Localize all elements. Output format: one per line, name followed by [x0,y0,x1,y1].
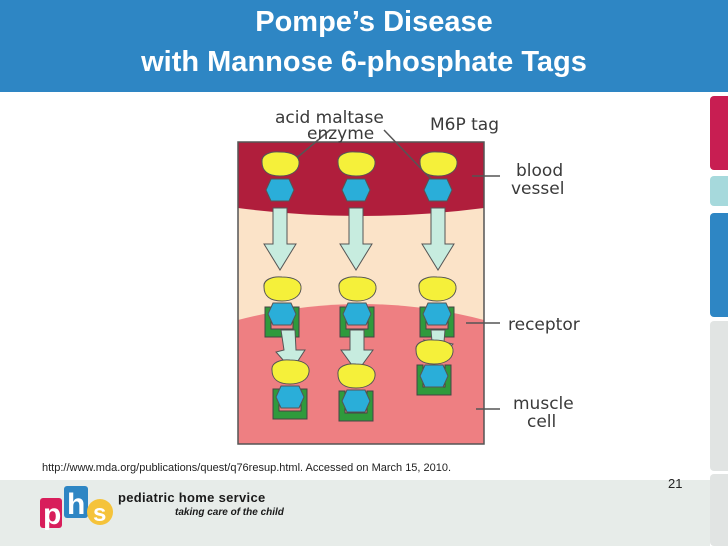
phs-logo: p h s pediatric home service taking care… [38,484,308,534]
title-bar: Pompe’s Disease with Mannose 6-phosphate… [0,0,728,92]
arrow-to-muscle-cell [340,329,374,373]
slide-title-line-1: Pompe’s Disease [255,6,493,38]
enzyme [337,151,376,177]
m6p-tag [419,364,449,388]
slide-title-line-2: with Mannose 6-phosphate Tags [141,46,587,78]
m6p-tag [341,178,371,202]
side-tab-teal [710,176,728,206]
label-acid-maltase: acid maltase [275,108,384,128]
svg-text:p: p [43,498,61,531]
enzyme-column-3 [415,151,458,396]
source-citation: http://www.mda.org/publications/quest/q7… [42,462,452,474]
enzyme [263,276,302,302]
logo-tagline: taking care of the child [175,507,284,518]
footer-bar [0,480,710,546]
label-enzyme: enzyme [307,124,374,144]
side-tab-grey-low [710,474,728,546]
enzyme [261,151,300,177]
diagram-border [237,141,485,445]
m6p-tag [265,178,295,202]
enzyme [337,363,376,389]
enzyme-column-1 [261,151,310,420]
logo-main-text: pediatric home service [118,490,266,505]
label-m6p-tag: M6P tag [430,115,499,135]
phs-letters-logo: p h s [40,486,113,531]
label-cell: cell [527,412,556,432]
label-muscle: muscle [513,394,574,414]
m6p-tag [267,302,297,326]
enzyme [271,359,310,385]
m6p-tag [341,389,371,413]
arrow-to-interstitium [263,207,297,271]
side-tab-grey [710,321,728,471]
arrow-to-interstitium [339,207,373,271]
m6p-tag [275,385,305,409]
enzyme-column-2 [337,151,377,422]
svg-text:s: s [93,500,106,527]
m6p-tag [342,302,372,326]
enzyme [338,276,377,302]
label-receptor: receptor [508,315,580,335]
page-number: 21 [668,476,683,491]
side-tab-blue [710,213,728,317]
m6p-tag [422,302,452,326]
label-vessel: vessel [511,179,564,199]
enzyme [418,276,457,302]
m6p-tag [423,178,453,202]
label-blood: blood [516,161,563,181]
svg-text:h: h [67,488,85,521]
enzyme [415,339,454,365]
side-tab-red [710,96,728,170]
enzyme [419,151,458,177]
arrow-to-interstitium [421,207,455,271]
